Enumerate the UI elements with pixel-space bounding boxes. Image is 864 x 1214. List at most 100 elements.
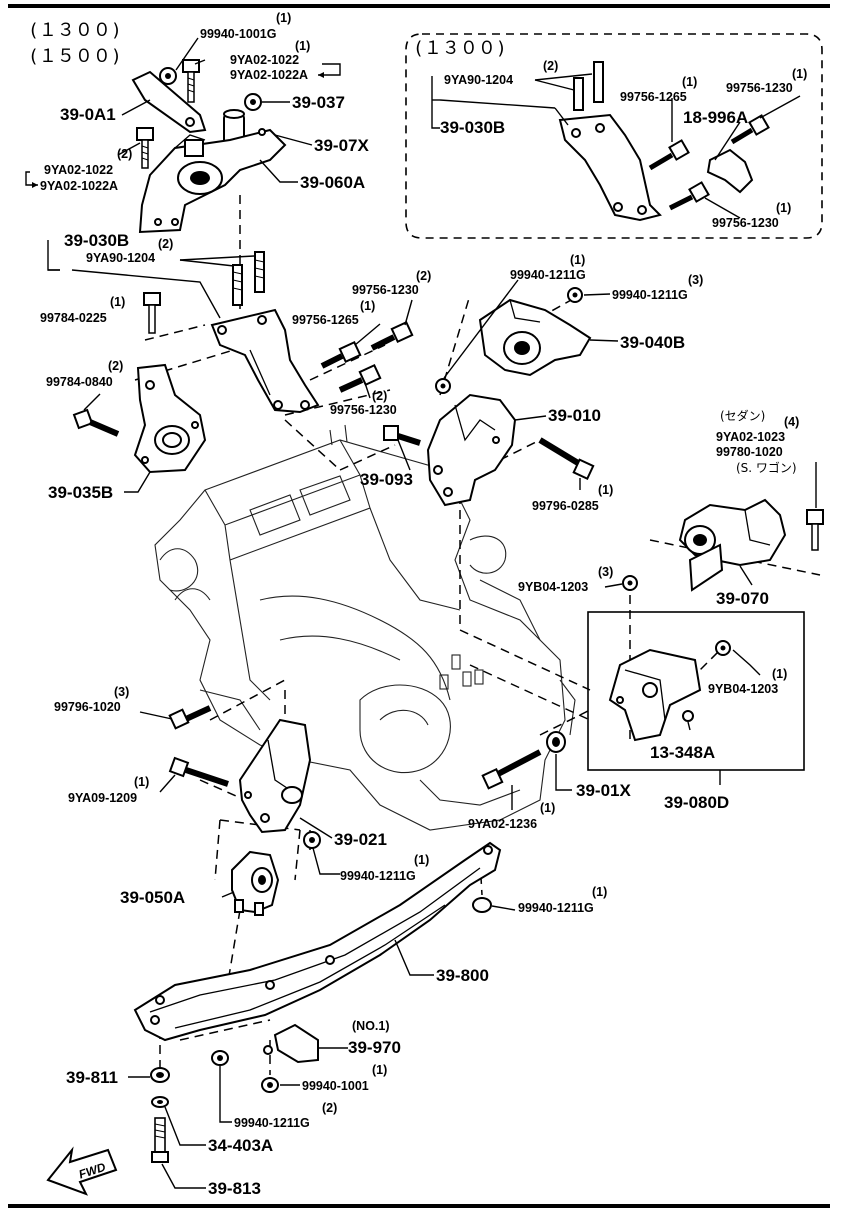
lbl-99796-1020: 99796-1020	[54, 700, 121, 714]
lbl-9ya02-1023: 9YA02-1023	[716, 430, 785, 444]
inset-99756-1230b-qty: (1)	[776, 201, 791, 215]
lbl-99940-1211g-b-qty: (3)	[688, 273, 703, 287]
inset-1300: (１３００) (2)	[405, 33, 823, 239]
lbl-99784-0840: 99784-0840	[46, 375, 113, 389]
lbl-9ya02-1022a-top: 9YA02-1022A	[230, 68, 308, 82]
lbl-9ya09-1209-qty: (1)	[134, 775, 149, 789]
inset-bolt-icon	[648, 114, 770, 211]
lbl-99796-1020-qty: (3)	[114, 685, 129, 699]
inset-variant-label: (１３００)	[413, 38, 507, 59]
lbl-39-0a1: 39-0A1	[60, 105, 116, 124]
bolt-icon	[572, 458, 595, 481]
lbl-99756-1230-mid-qty: (2)	[372, 389, 387, 403]
lbl-39-070: 39-070	[716, 589, 769, 608]
lbl-99940-1211g-e-qty: (2)	[322, 1101, 337, 1115]
lbl-99940-1001: 99940-1001	[302, 1079, 369, 1093]
bracket-39-030b	[47, 240, 414, 414]
bolt-icon	[806, 509, 824, 525]
lbl-99940-1211g-e: 99940-1211G	[234, 1116, 310, 1130]
lbl-39-035b: 39-035B	[48, 483, 113, 502]
bushing-39-01x	[481, 731, 572, 810]
lbl-34-403a: 34-403A	[208, 1136, 273, 1155]
lbl-39-050a: 39-050A	[120, 888, 185, 907]
stopper-39-970	[263, 1023, 348, 1064]
fwd-arrow-icon: FWD	[46, 1146, 118, 1196]
variant-1500: (１５００)	[28, 46, 122, 67]
lbl-39-021: 39-021	[334, 830, 387, 849]
inset-99756-1265-label: 99756-1265	[620, 90, 687, 104]
lbl-99940-1001g-qty: (1)	[276, 11, 291, 25]
stud-icon	[232, 264, 243, 306]
lbl-9ya02-1022-left: 9YA02-1022	[44, 163, 113, 177]
lbl-9ya02-1022-top: 9YA02-1022	[230, 53, 299, 67]
lbl-39-037: 39-037	[292, 93, 345, 112]
lbl-99940-1001g: 99940-1001G	[200, 27, 276, 41]
lbl-99756-1230-top: 99756-1230	[352, 283, 419, 297]
lbl-9ya02-1023-qty: (4)	[784, 415, 799, 429]
lbl-9ya02-1022-left-qty: (2)	[117, 147, 132, 161]
lbl-39-060a: 39-060A	[300, 173, 365, 192]
inset-99756-1230b-label: 99756-1230	[712, 216, 779, 230]
bracket-39-035b	[72, 363, 207, 493]
bottom-fasteners	[128, 1050, 300, 1189]
lbl-39-01x: 39-01X	[576, 781, 631, 800]
inset-stud-icon	[573, 61, 604, 111]
lbl-39-800: 39-800	[436, 966, 489, 985]
inset-99756-1230a-label: 99756-1230	[726, 81, 793, 95]
bolt-icon	[72, 408, 94, 430]
lbl-9ya02-1022a-left: 9YA02-1022A	[40, 179, 118, 193]
lbl-99940-1211g-d-qty: (1)	[592, 885, 607, 899]
inset-99756-1265-qty: (1)	[682, 75, 697, 89]
lbl-99756-1265-qty: (1)	[360, 299, 375, 313]
inset-9ya90-1204-label: 9YA90-1204	[444, 73, 513, 87]
lbl-99940-1211g-d: 99940-1211G	[518, 901, 594, 915]
bolt-icon	[182, 59, 200, 73]
mount-39-060a	[25, 37, 341, 234]
lbl-99784-0225: 99784-0225	[40, 311, 107, 325]
box-39-080d	[587, 575, 805, 785]
lbl-99796-0285-qty: (1)	[598, 483, 613, 497]
lbl-99796-0285: 99796-0285	[532, 499, 599, 513]
lbl-99756-1265: 99756-1265	[292, 313, 359, 327]
lbl-39-813: 39-813	[208, 1179, 261, 1198]
lbl-99940-1001-qty: (1)	[372, 1063, 387, 1077]
lbl-39-010: 39-010	[548, 406, 601, 425]
bolt-icon	[383, 425, 399, 441]
mount-39-050a	[221, 850, 280, 916]
lbl-39-080d: 39-080D	[664, 793, 729, 812]
inset-bracket-icon	[558, 113, 662, 222]
lbl-no1: (NO.1)	[352, 1019, 390, 1033]
lbl-13-348a: 13-348A	[650, 743, 715, 762]
lbl-9yb04-1203-b-qty: (1)	[772, 667, 787, 681]
lbl-99940-1211g-b: 99940-1211G	[612, 288, 688, 302]
lbl-99940-1211g-c: 99940-1211G	[340, 869, 416, 883]
inset-99756-1230a-qty: (1)	[792, 67, 807, 81]
lbl-39-093: 39-093	[360, 470, 413, 489]
engine-block	[154, 424, 576, 831]
lbl-9ya02-1236: 9YA02-1236	[468, 817, 537, 831]
lbl-99784-0840-qty: (2)	[108, 359, 123, 373]
lbl-9ya90-1204-qty: (2)	[158, 237, 173, 251]
lbl-99784-0225-qty: (1)	[110, 295, 125, 309]
lbl-99756-1230-top-qty: (2)	[416, 269, 431, 283]
inset-18-996a-label: 18-996A	[683, 108, 748, 127]
lbl-9yb04-1203-a-qty: (3)	[598, 565, 613, 579]
lbl-99940-1211g-a-qty: (1)	[570, 253, 585, 267]
bracket-39-010	[383, 393, 595, 507]
crossmember-39-800	[133, 841, 516, 1042]
lbl-9yb04-1203-a: 9YB04-1203	[518, 580, 588, 594]
inset-9ya90-1204-qty: (2)	[543, 59, 558, 73]
bolt-icon	[143, 292, 161, 306]
lbl-99940-1211g-c-qty: (1)	[414, 853, 429, 867]
lbl-39-811: 39-811	[66, 1068, 118, 1087]
mount-39-070	[678, 462, 824, 592]
lbl-39-07x: 39-07X	[314, 136, 369, 155]
lbl-99756-1230-mid: 99756-1230	[330, 403, 397, 417]
lbl-9ya90-1204: 9YA90-1204	[86, 251, 155, 265]
lbl-99780-1020: 99780-1020	[716, 445, 783, 459]
bolt-icon	[154, 1117, 166, 1153]
inset-small-bracket-icon	[706, 148, 754, 194]
mount-39-040b	[435, 279, 619, 394]
lbl-wagon: (S. ワゴン)	[736, 460, 797, 475]
